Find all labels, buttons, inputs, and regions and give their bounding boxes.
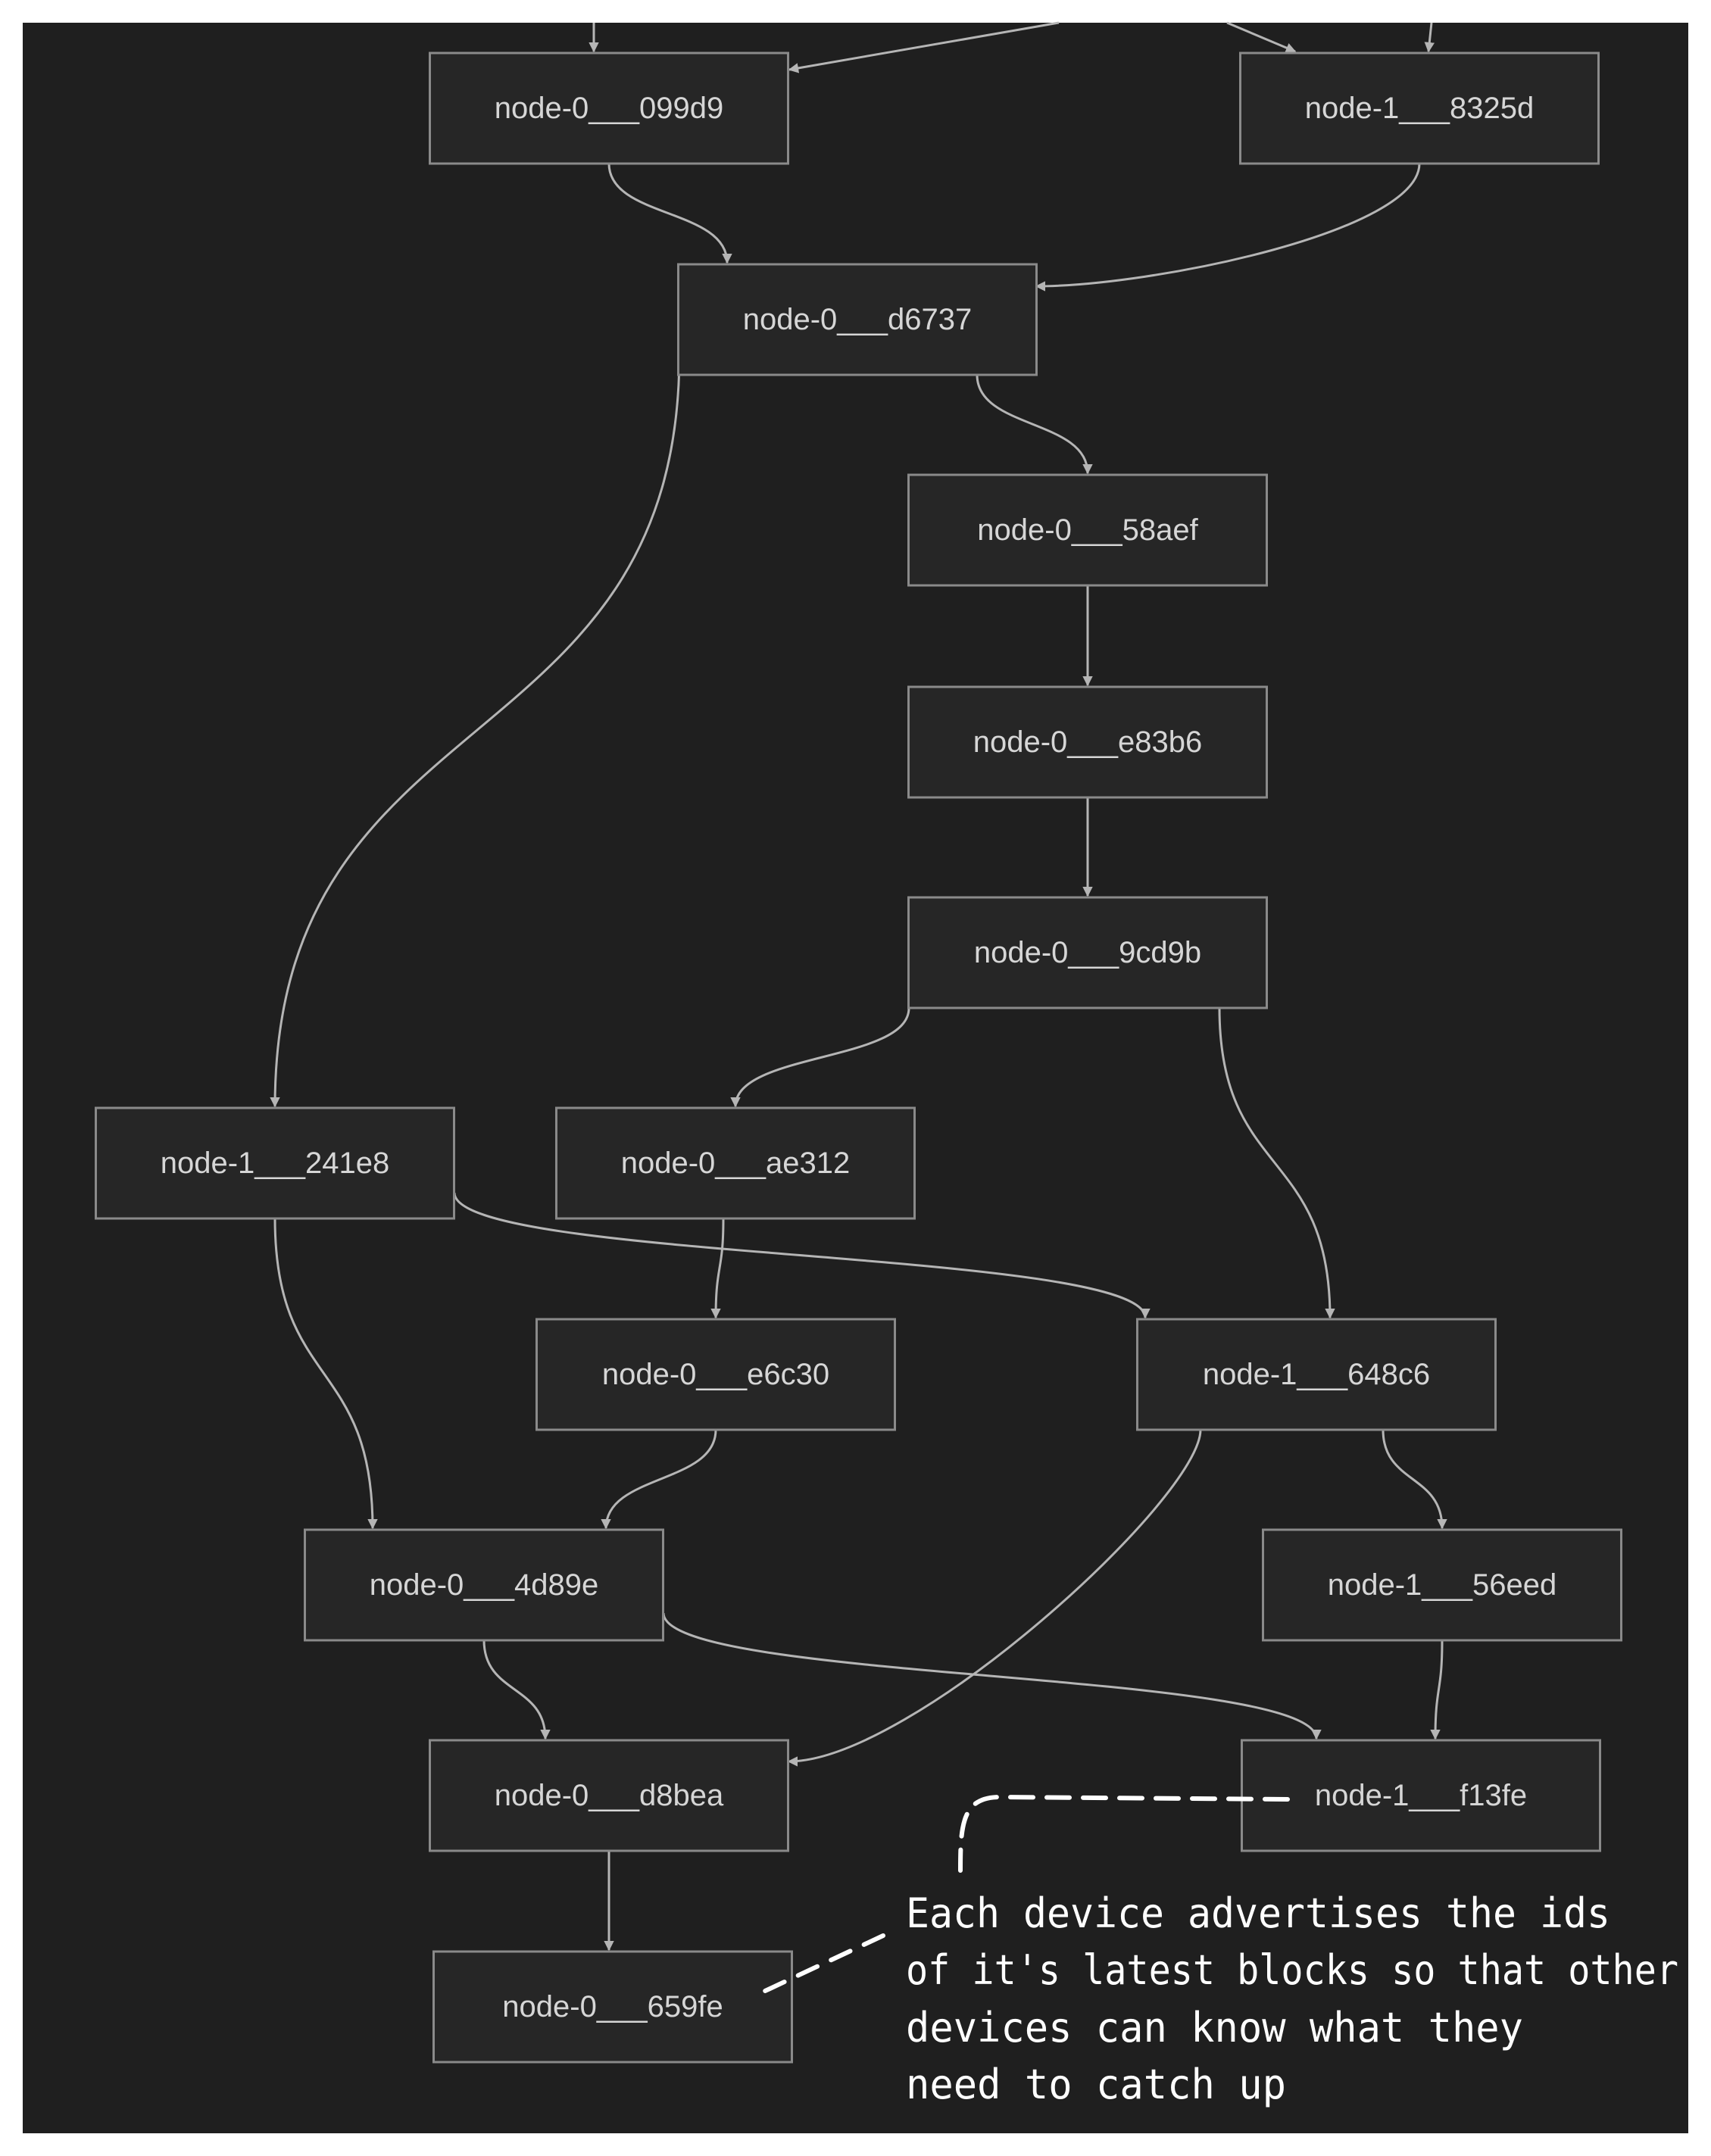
edge-n56eed-to-nf13fe [1430, 1640, 1444, 1740]
nodes: node-0___099d9 node-1___8325d node-0___d67… [95, 51, 1622, 2064]
node-648c6: node-1___648c6 [1136, 1318, 1497, 1431]
incoming-edge [1424, 22, 1435, 53]
edge-n099d9-to-nd6737 [607, 163, 732, 264]
annotation-line: need to catch up [906, 2061, 1286, 2108]
edge-nd6737-to-n241e8 [270, 353, 681, 1108]
node-box [429, 51, 789, 165]
incoming-edge [1226, 21, 1297, 53]
edge-n648c6-to-nd8bea [787, 1429, 1202, 1767]
node-099d9: node-0___099d9 [429, 51, 789, 165]
edge-n241e8-to-n648c6 [453, 1192, 1151, 1319]
node-label: node-0___659fe [502, 1990, 723, 2023]
node-4d89e: node-0___4d89e [304, 1528, 664, 1642]
node-label: node-0___58aef [977, 513, 1198, 547]
edge-n241e8-to-n4d89e [273, 1218, 378, 1530]
node-box [907, 473, 1268, 587]
node-label: node-0___099d9 [495, 92, 724, 125]
node-label: node-0___4d89e [370, 1568, 599, 1602]
node-label: node-1___648c6 [1203, 1358, 1430, 1391]
edges [270, 163, 1447, 1952]
edge-nae312-to-ne6c30 [710, 1218, 725, 1319]
node-d6737: node-0___d6737 [677, 263, 1038, 376]
annotation: Each device advertises the ids of it's la… [761, 1794, 1678, 2108]
node-9cd9b: node-0___9cd9b [907, 896, 1268, 1009]
node-box [1136, 1318, 1497, 1431]
node-label: node-0___ae312 [621, 1147, 851, 1180]
edge-n4d89e-to-nd8bea [482, 1640, 551, 1740]
edge-n9cd9b-to-nae312 [730, 1007, 910, 1108]
node-e6c30: node-0___e6c30 [535, 1318, 896, 1431]
node-56eed: node-1___56eed [1262, 1528, 1622, 1642]
node-label: node-0___d6737 [743, 303, 973, 336]
node-box [555, 1106, 916, 1220]
node-label: node-0___d8bea [495, 1779, 724, 1812]
node-box [677, 263, 1038, 376]
annotation-line: of it's latest blocks so that other [906, 1946, 1678, 1994]
node-58aef: node-0___58aef [907, 473, 1268, 587]
node-8325d: node-1___8325d [1239, 51, 1600, 165]
node-label: node-0___9cd9b [974, 936, 1201, 969]
node-ae312: node-0___ae312 [555, 1106, 916, 1220]
node-box [432, 1950, 793, 2064]
incoming-edges [589, 21, 1435, 73]
node-label: node-1___56eed [1328, 1568, 1557, 1602]
node-box [429, 1739, 789, 1852]
node-box [95, 1106, 455, 1220]
annotation-line: Each device advertises the ids [906, 1889, 1610, 1937]
node-box [907, 685, 1268, 799]
edge-nd6737-to-n58aef [976, 374, 1093, 475]
node-241e8: node-1___241e8 [95, 1106, 455, 1220]
node-box [1241, 1739, 1601, 1852]
node-box [535, 1318, 896, 1431]
node-box [1262, 1528, 1622, 1642]
node-e83b6: node-0___e83b6 [907, 685, 1268, 799]
node-label: node-0___e6c30 [602, 1358, 829, 1391]
node-label: node-1___241e8 [161, 1147, 390, 1180]
edge-ne6c30-to-n4d89e [601, 1429, 717, 1530]
node-d8bea: node-0___d8bea [429, 1739, 789, 1852]
node-label: node-1___f13fe [1315, 1779, 1527, 1812]
node-box [907, 896, 1268, 1009]
edge-n9cd9b-to-n648c6 [1218, 1007, 1335, 1319]
incoming-edge [788, 21, 1060, 73]
callout-dashed-line-bottom [761, 1933, 885, 1994]
node-659fe: node-0___659fe [432, 1950, 793, 2064]
annotation-line: devices can know what they [906, 2004, 1523, 2051]
node-f13fe: node-1___f13fe [1241, 1739, 1601, 1852]
node-label: node-1___8325d [1305, 92, 1535, 125]
node-label: node-0___e83b6 [973, 725, 1203, 759]
callout-dashed-line-top [958, 1794, 1290, 1873]
edge-n4d89e-to-nf13fe [662, 1612, 1322, 1740]
node-box [1239, 51, 1600, 165]
edge-n8325d-to-nd6737 [1035, 163, 1421, 292]
edge-n648c6-to-n56eed [1382, 1429, 1447, 1530]
node-box [304, 1528, 664, 1642]
